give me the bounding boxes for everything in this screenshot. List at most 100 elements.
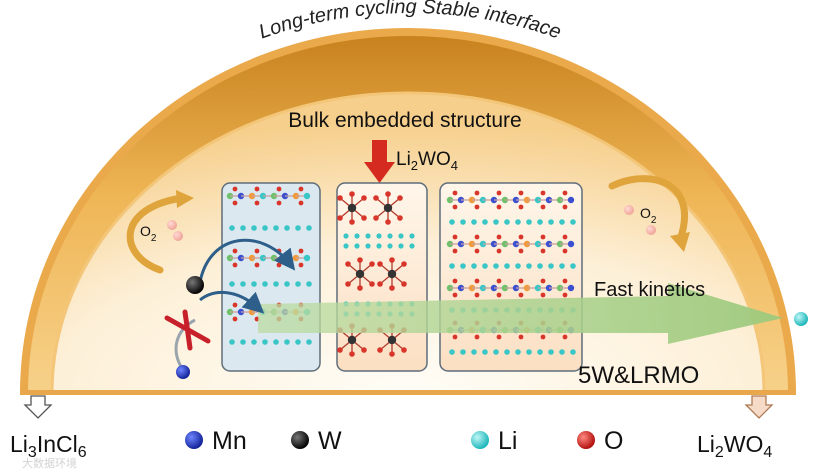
fast-kinetics-label: Fast kinetics <box>594 279 705 301</box>
formula-text: InCl <box>37 431 78 457</box>
lattice-atom <box>303 254 311 262</box>
w-oxygen <box>349 219 355 225</box>
lattice-oxygen <box>232 262 238 268</box>
dopant-label: Li2WO4 <box>396 149 458 173</box>
lattice-oxygen <box>452 190 458 196</box>
formula-subscript: 2 <box>151 233 157 244</box>
formula-text: Li <box>10 431 28 457</box>
down-arrow-right-icon <box>744 395 774 419</box>
formula-subscript: 2 <box>715 444 724 461</box>
formula-subscript: 4 <box>451 158 458 173</box>
lattice-li <box>570 263 576 269</box>
w-oxygen <box>397 215 403 221</box>
lattice-li <box>273 225 279 231</box>
w-oxygen <box>369 281 375 287</box>
legend-cyan-sphere-icon <box>471 431 489 449</box>
lattice-oxygen <box>562 204 568 210</box>
lattice-li <box>262 281 268 287</box>
lattice-li <box>515 349 521 355</box>
w-oxygen <box>345 281 351 287</box>
lattice-li <box>284 225 290 231</box>
lattice-li <box>240 281 246 287</box>
lattice-li <box>482 349 488 355</box>
legend-label-mn: Mn <box>212 427 247 455</box>
blocked-path-curve <box>174 318 196 371</box>
lattice-li <box>493 263 499 269</box>
lattice-li <box>460 349 466 355</box>
lattice-li <box>548 219 554 225</box>
down-arrow-left-icon <box>23 395 53 419</box>
o2-label-right: O2 <box>640 205 657 226</box>
lattice-li <box>262 339 268 345</box>
o2-atom-left-b <box>173 231 183 241</box>
w-oxygen <box>389 351 395 357</box>
lattice-oxygen <box>518 190 524 196</box>
w-oxygen <box>357 257 363 263</box>
lattice-atom <box>567 284 575 292</box>
lattice-li <box>306 225 312 231</box>
lattice-li <box>548 349 554 355</box>
w-oxygen <box>361 347 367 353</box>
lattice-li <box>482 263 488 269</box>
lattice-li <box>537 349 543 355</box>
lattice-oxygen <box>452 204 458 210</box>
lattice-li <box>365 233 371 239</box>
lattice-li <box>493 349 499 355</box>
w-oxygen <box>369 261 375 267</box>
lattice-oxygen <box>254 262 260 268</box>
lattice-li <box>354 243 360 249</box>
diffusion-curve-lower <box>199 290 265 314</box>
lattice-oxygen <box>518 334 524 340</box>
lattice-oxygen <box>540 292 546 298</box>
lattice-oxygen <box>562 292 568 298</box>
lattice-li <box>240 339 246 345</box>
lattice-li <box>398 243 404 249</box>
lattice-oxygen <box>496 278 502 284</box>
lattice-li <box>515 219 521 225</box>
formula-text: WO <box>724 431 764 457</box>
lattice-oxygen <box>518 278 524 284</box>
base-line <box>20 390 796 395</box>
lattice-li <box>376 243 382 249</box>
formula-subscript: 2 <box>651 215 657 226</box>
legend-red-sphere-icon <box>577 431 595 449</box>
lattice-oxygen <box>540 278 546 284</box>
lattice-li <box>570 349 576 355</box>
formula-text: O <box>640 205 651 221</box>
lattice-oxygen <box>496 204 502 210</box>
w-oxygen <box>389 285 395 291</box>
w-atom <box>383 203 393 213</box>
lattice-li <box>570 219 576 225</box>
w-oxygen <box>361 215 367 221</box>
lattice-oxygen <box>452 248 458 254</box>
lattice-li <box>537 263 543 269</box>
legend-blue-sphere-icon <box>185 431 203 449</box>
lattice-oxygen <box>518 204 524 210</box>
lattice-oxygen <box>518 248 524 254</box>
w-oxygen <box>361 195 367 201</box>
w-atom <box>355 269 365 279</box>
legend-label-w: W <box>318 427 342 455</box>
lattice-li <box>251 281 257 287</box>
lattice-li <box>295 281 301 287</box>
lattice-li <box>354 233 360 239</box>
o2-release-curve-right <box>608 175 689 244</box>
lattice-atom <box>567 196 575 204</box>
lattice-li <box>398 233 404 239</box>
w-oxygen <box>337 195 343 201</box>
w-oxygen <box>401 281 407 287</box>
w-oxygen <box>385 219 391 225</box>
lattice-oxygen <box>276 186 282 192</box>
lattice-oxygen <box>518 234 524 240</box>
w-oxygen <box>349 351 355 357</box>
lattice-oxygen <box>232 302 238 308</box>
formula-text: Li <box>697 431 715 457</box>
lattice-li <box>273 281 279 287</box>
lattice-li <box>387 243 393 249</box>
lattice-li <box>537 219 543 225</box>
formula-text: O <box>140 223 151 239</box>
w-oxygen <box>373 215 379 221</box>
w-oxygen <box>337 215 343 221</box>
lattice-oxygen <box>562 334 568 340</box>
